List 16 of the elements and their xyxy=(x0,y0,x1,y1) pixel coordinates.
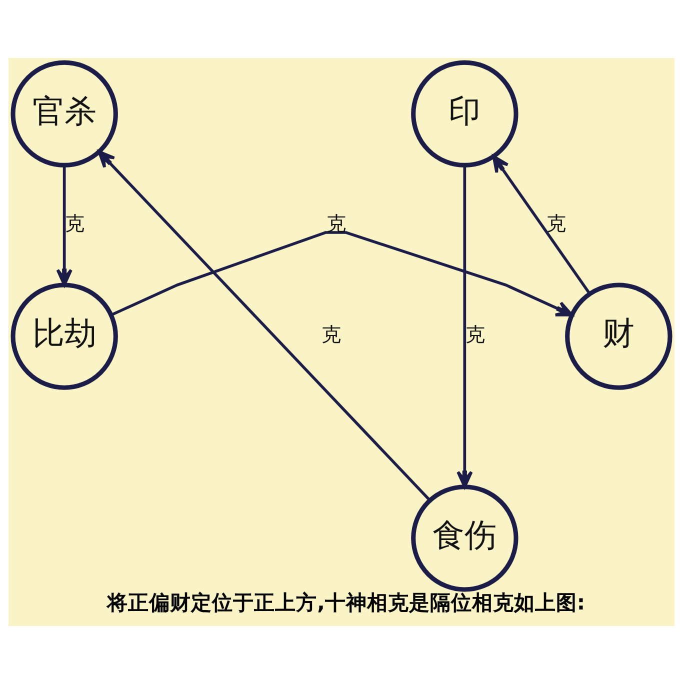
edge-label: 克 xyxy=(326,212,346,235)
node-circle: 财 xyxy=(565,282,672,390)
edge-label: 克 xyxy=(322,322,341,346)
edge-label: 克 xyxy=(546,212,566,235)
edge-label: 克 xyxy=(65,212,84,235)
node-circle: 印 xyxy=(411,60,518,168)
caption: 将正偏财定位于正上方,十神相克是隔位相克如上图: xyxy=(107,590,586,614)
node-circle: 食伤 xyxy=(411,484,518,592)
arrow xyxy=(456,166,473,488)
arrow xyxy=(56,166,72,286)
arrow xyxy=(98,150,431,502)
arrow xyxy=(110,231,574,316)
edge-label: 克 xyxy=(465,322,484,346)
node-circle: 官杀 xyxy=(10,60,118,168)
node-circle: 比劫 xyxy=(10,282,118,390)
arrow xyxy=(492,155,591,294)
